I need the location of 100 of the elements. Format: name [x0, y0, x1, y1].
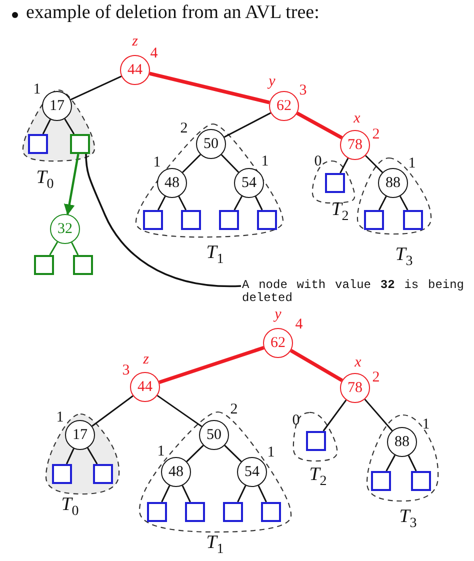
tree-node: 50 — [196, 129, 226, 159]
tree-edge — [378, 196, 387, 210]
tree-edge — [182, 154, 201, 173]
tree-edge — [42, 119, 51, 134]
subtree-label: T$_{0}$ — [61, 495, 79, 521]
tree-edge — [70, 76, 122, 100]
tree-node: 17 — [42, 91, 72, 121]
height-label: 1 — [33, 82, 41, 98]
tree-edge — [64, 118, 75, 134]
height-label: 2 — [372, 370, 380, 386]
tree-edge — [156, 394, 202, 428]
tree-edge — [49, 242, 58, 256]
tree-node: 88 — [387, 427, 417, 457]
tree-edge — [290, 349, 343, 382]
leaf-node — [261, 502, 281, 522]
leaf-node — [147, 502, 167, 522]
tree-node: 32 — [50, 214, 80, 244]
tree-edge — [399, 196, 408, 210]
leaf-node — [34, 255, 54, 275]
tree-node: 62 — [263, 328, 293, 358]
height-label: 2 — [230, 402, 238, 418]
tree-node: 48 — [161, 457, 191, 487]
leaf-node — [219, 210, 239, 230]
tree-node: 54 — [234, 168, 264, 198]
tree-node: 88 — [378, 168, 408, 198]
tree-edge — [322, 400, 347, 432]
node-letter: x — [354, 112, 360, 126]
tree-edge — [158, 346, 264, 384]
leaf-node — [306, 431, 326, 451]
height-label: 3 — [122, 364, 130, 378]
tree-edge — [186, 444, 204, 462]
height-label: 4 — [150, 46, 158, 62]
subtree-label: T$_{2}$ — [309, 465, 327, 491]
tree-edge — [365, 155, 383, 173]
tree-edge — [66, 448, 74, 464]
subtree-label: T$_{3}$ — [399, 507, 417, 533]
tree-edge — [237, 485, 246, 502]
tree-edge — [182, 485, 191, 502]
title: example of deletion from an AVL tree: — [26, 2, 320, 24]
tree-edge — [157, 196, 166, 210]
leaf-node — [181, 210, 201, 230]
leaf-node — [185, 502, 205, 522]
tree-node: 44 — [120, 55, 150, 85]
tree-node: 48 — [157, 168, 187, 198]
tree-edge — [178, 196, 187, 210]
height-label: 2 — [180, 122, 188, 136]
tree-edge — [408, 455, 417, 472]
tree-node: 44 — [130, 372, 160, 402]
subtree-label: T$_{3}$ — [395, 245, 413, 271]
tree-edge — [340, 158, 349, 174]
leader-line — [85, 154, 241, 287]
leaf-node — [371, 471, 391, 491]
tree-node: 62 — [269, 91, 299, 121]
tree-edge — [149, 72, 270, 104]
tree-node: 78 — [340, 373, 370, 403]
node-letter: z — [132, 34, 138, 50]
leaf-node — [403, 210, 423, 230]
subtree-label: T$_{1}$ — [206, 533, 224, 559]
height-label: 1 — [56, 410, 64, 426]
node-letter: z — [143, 352, 149, 368]
leaf-node — [223, 502, 243, 522]
tree-edge — [92, 395, 134, 427]
tree-edge — [224, 112, 272, 138]
tree-node: 50 — [199, 420, 229, 450]
tree-node: 54 — [237, 457, 267, 487]
leaf-node — [28, 134, 48, 154]
leaf-node — [73, 255, 93, 275]
height-label: 0 — [292, 414, 300, 428]
tree-edge — [258, 485, 267, 502]
height-label: 1 — [408, 156, 416, 172]
tree-edge — [296, 112, 343, 140]
leaf-node — [364, 210, 384, 230]
node-letter: y — [274, 308, 282, 322]
leaf-node — [93, 464, 113, 484]
subtree-label: T$_{0}$ — [36, 168, 54, 194]
annotation-text: A node with value 32 is being deleted — [242, 279, 464, 305]
leaf-node — [70, 134, 90, 154]
node-letter: y — [268, 74, 276, 90]
height-label: 1 — [261, 154, 269, 170]
height-label: 0 — [314, 154, 322, 170]
leaf-node — [143, 210, 163, 230]
leaf-node — [325, 173, 345, 193]
leaf-node — [257, 210, 277, 230]
tree-node: 78 — [340, 130, 370, 160]
tree-edge — [71, 242, 79, 256]
height-label: 4 — [295, 318, 303, 332]
height-label: 1 — [153, 156, 161, 170]
tree-edge — [234, 196, 243, 210]
tree-edge — [161, 485, 170, 502]
arrow — [64, 154, 80, 216]
tree-edge — [386, 454, 396, 472]
tree-edge — [220, 154, 240, 173]
height-label: 1 — [267, 446, 275, 460]
height-label: 1 — [157, 444, 165, 460]
tree-edge — [224, 444, 242, 462]
height-label: 2 — [372, 128, 380, 142]
height-label: 1 — [422, 418, 430, 432]
subtree-label: T$_{1}$ — [206, 243, 224, 269]
leaf-node — [411, 471, 431, 491]
tree-edge — [86, 448, 98, 464]
